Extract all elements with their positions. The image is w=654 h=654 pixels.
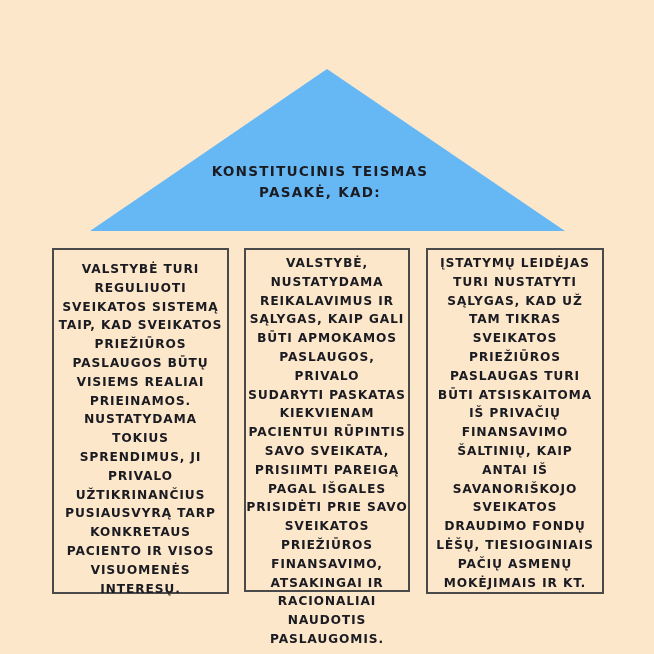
pillar-3: ĮSTATYMŲ LEIDĖJAS TURI NUSTATYTI SĄLYGAS…: [426, 248, 604, 594]
pillar-1: VALSTYBĖ TURI REGULIUOTI SVEIKATOS SISTE…: [52, 248, 229, 596]
roof-title: KONSTITUCINIS TEISMAS PASAKĖ, KAD:: [211, 164, 429, 201]
pillar-3-text: ĮSTATYMŲ LEIDĖJAS TURI NUSTATYTI SĄLYGAS…: [436, 256, 594, 590]
roof-shape: [90, 69, 565, 231]
pillar-2-text: VALSTYBĖ, NUSTATYDAMA REIKALAVIMUS IR SĄ…: [246, 256, 408, 646]
roof-triangle: [90, 69, 565, 231]
pillar-1-text: VALSTYBĖ TURI REGULIUOTI SVEIKATOS SISTE…: [58, 262, 223, 596]
pillar-2: VALSTYBĖ, NUSTATYDAMA REIKALAVIMUS IR SĄ…: [244, 248, 410, 646]
